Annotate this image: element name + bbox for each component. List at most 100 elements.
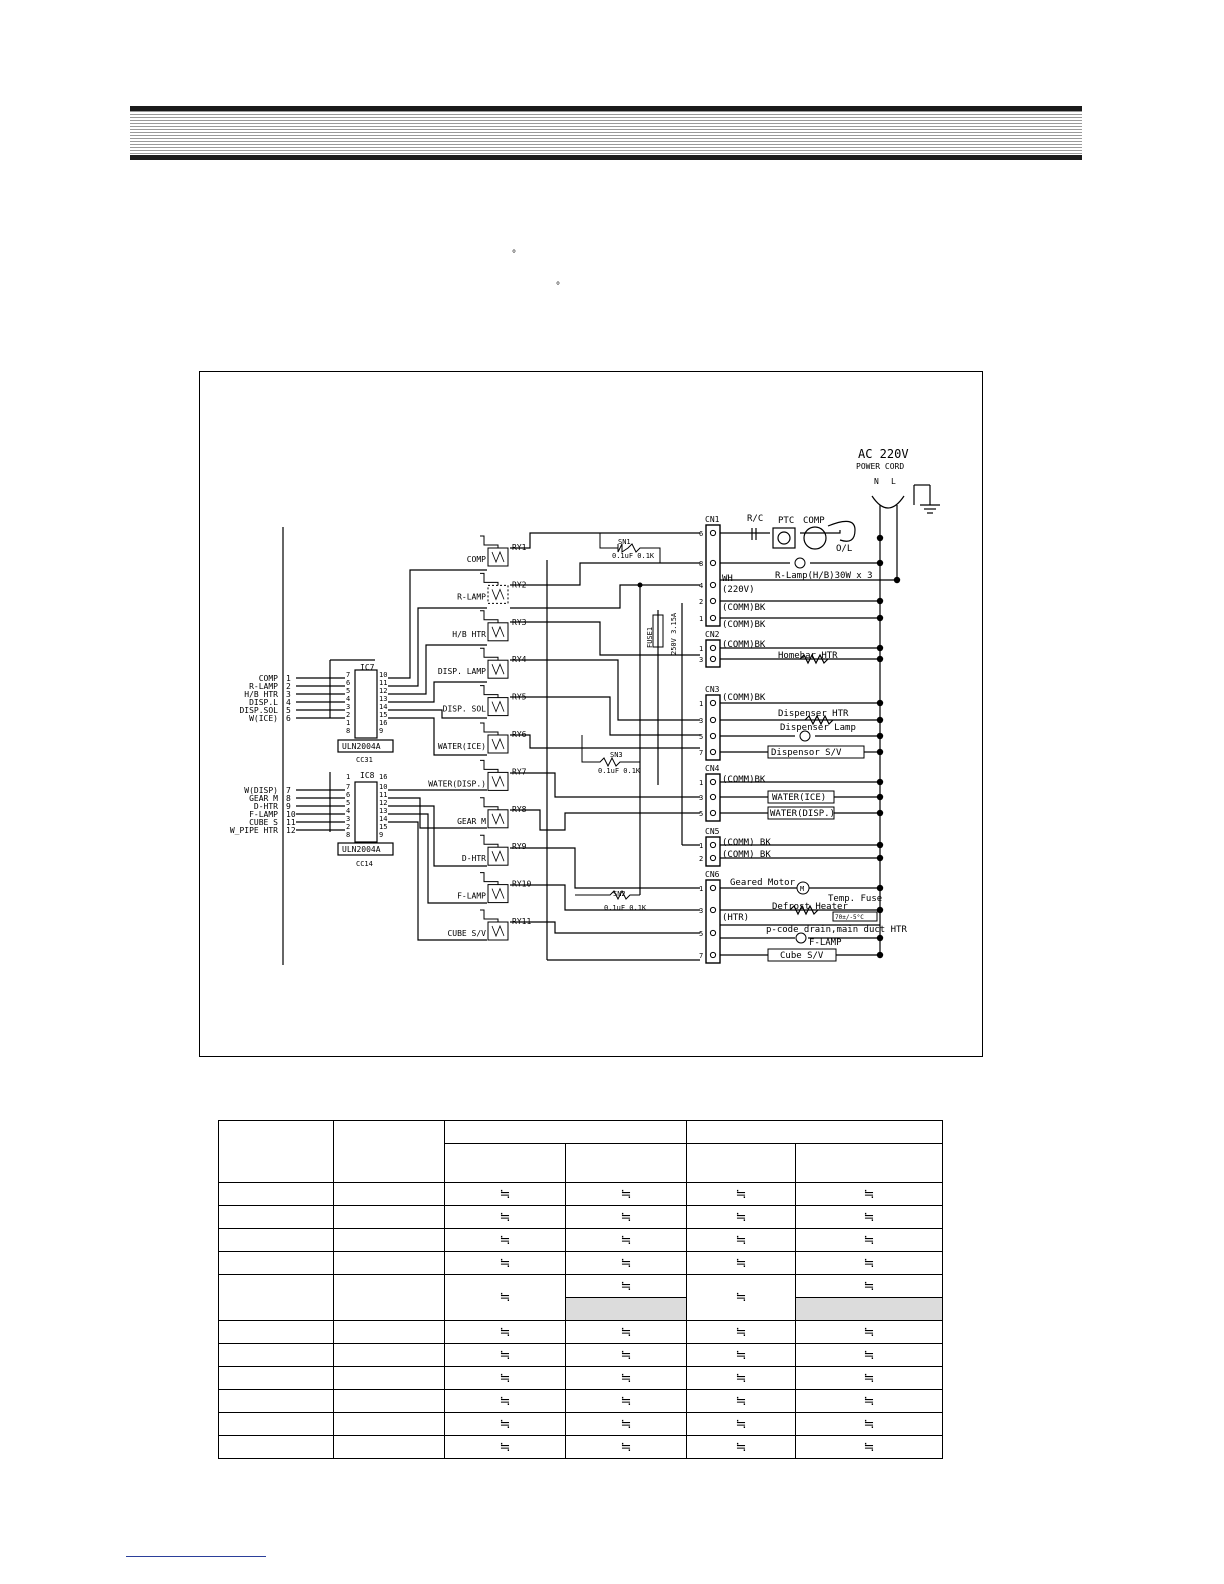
table-cell [333, 1320, 445, 1344]
table-cell: ≒ [795, 1435, 943, 1459]
table-cell: ≒ [565, 1435, 687, 1459]
ic7-pin: 12 [379, 687, 387, 695]
connector-pin [709, 906, 717, 914]
relay-contact [480, 647, 499, 661]
ic8-pin: 3 [346, 815, 350, 823]
table-cell: ≒ [686, 1389, 796, 1413]
wh-label: WH [722, 574, 733, 584]
input-label: R-LAMP [249, 682, 278, 691]
relay-id: RY6 [512, 730, 527, 739]
snubber-sn3 [581, 735, 640, 768]
table-cell [218, 1182, 334, 1206]
junction-dot [876, 951, 884, 959]
table-cell: ≒ [795, 1228, 943, 1252]
table-row: ≒≒≒≒ [218, 1274, 943, 1321]
ic7-pin: 10 [379, 671, 387, 679]
ic8-pin: 15 [379, 823, 387, 831]
junction-dot [876, 748, 884, 756]
connector-pin-number: 1 [699, 700, 703, 708]
table-cell: ≒ [565, 1251, 687, 1275]
motor-m-label: M [800, 885, 804, 893]
table-cell: ≒ [795, 1205, 943, 1229]
input-pin-number: 3 [286, 690, 291, 699]
water-disp-label: WATER(DISP.) [770, 809, 835, 819]
table-cell: ≒ [565, 1228, 687, 1252]
lamp-icon [799, 730, 811, 742]
power-n-label: N [874, 477, 879, 486]
table-cell [218, 1320, 334, 1344]
ic8-pin: 11 [379, 791, 387, 799]
ic7-pin: 14 [379, 703, 387, 711]
relay-id: RY9 [512, 842, 527, 851]
connector-pin-number: 3 [699, 907, 703, 915]
input-pin-number: 8 [286, 794, 291, 803]
degree-mark: ° [556, 281, 560, 292]
relay-id: RY4 [512, 655, 527, 664]
relay-coil-icon [491, 625, 505, 638]
relay-label: WATER(ICE) [438, 742, 486, 751]
connector-pin [709, 699, 717, 707]
cn4-comm: (COMM)BK [722, 775, 766, 785]
compressor-group [751, 520, 856, 550]
relay-label: GEAR M [457, 817, 486, 826]
connector-name: CN4 [705, 764, 720, 773]
ic7-pin: 9 [379, 727, 383, 735]
table-cell: ≒ [444, 1228, 566, 1252]
connector-pin [709, 778, 717, 786]
input-pin-number: 10 [286, 810, 296, 819]
relay-id: RY11 [512, 917, 531, 926]
connector-pin-number: 1 [699, 842, 703, 850]
junction-dot [876, 534, 884, 542]
lamp-icon [794, 557, 806, 569]
geared-motor-label: Geared Motor [730, 878, 796, 888]
table-cell [795, 1297, 943, 1321]
table-cell: ≒ [686, 1435, 796, 1459]
snubber-sn1-value: 0.1uF 0.1K [612, 552, 655, 560]
footer-rule [126, 1556, 266, 1557]
table-header-cell [686, 1120, 943, 1144]
input-label: GEAR M [249, 794, 278, 803]
table-cell: ≒ [795, 1343, 943, 1367]
input-pin-number: 7 [286, 786, 291, 795]
ic7-name: IC7 [360, 663, 375, 672]
connector-name: CN2 [705, 630, 720, 639]
junction-dot [876, 793, 884, 801]
table-row: ≒≒≒≒ [218, 1320, 943, 1344]
ic7-pin: 13 [379, 695, 387, 703]
table-cell: ≒ [444, 1366, 566, 1390]
title-banner [130, 106, 1082, 160]
connector-pin [709, 529, 717, 537]
disp-sv-label: Dispensor S/V [771, 748, 842, 758]
table-row: ≒≒≒≒ [218, 1435, 943, 1459]
relay-label: COMP [467, 555, 486, 564]
ic7-pin: 6 [346, 679, 350, 687]
relay-label: WATER(DISP.) [428, 779, 486, 788]
relay-label: D-HTR [462, 854, 486, 863]
rlamp-label: R-Lamp(H/B)30W x 3 [775, 571, 873, 581]
relay-coil-icon [491, 550, 505, 564]
table-cell [218, 1205, 334, 1229]
cn2-comm: (COMM)BK [722, 640, 766, 650]
relay-coil-icon [491, 924, 505, 938]
cn3-comm: (COMM)BK [722, 693, 766, 703]
table-subheader-cell [565, 1143, 687, 1183]
table-cell [218, 1366, 334, 1390]
connector-pin-number: 5 [699, 733, 703, 741]
disp-htr-label: Dispenser HTR [778, 709, 849, 719]
ic8-pin: 13 [379, 807, 387, 815]
degree-mark: ° [512, 249, 516, 260]
connector-name: CN1 [705, 515, 720, 524]
relay-contact [480, 797, 499, 810]
table-subheader-cell [795, 1143, 943, 1183]
relay-coil-icon [491, 700, 505, 713]
connector-pin [709, 716, 717, 724]
connector-pin-number: 5 [699, 930, 703, 938]
ic8-pin: 7 [346, 783, 350, 791]
junction-dot [893, 576, 901, 584]
table-cell: ≒ [444, 1251, 566, 1275]
ic8-part: ULN2004A [342, 845, 381, 854]
